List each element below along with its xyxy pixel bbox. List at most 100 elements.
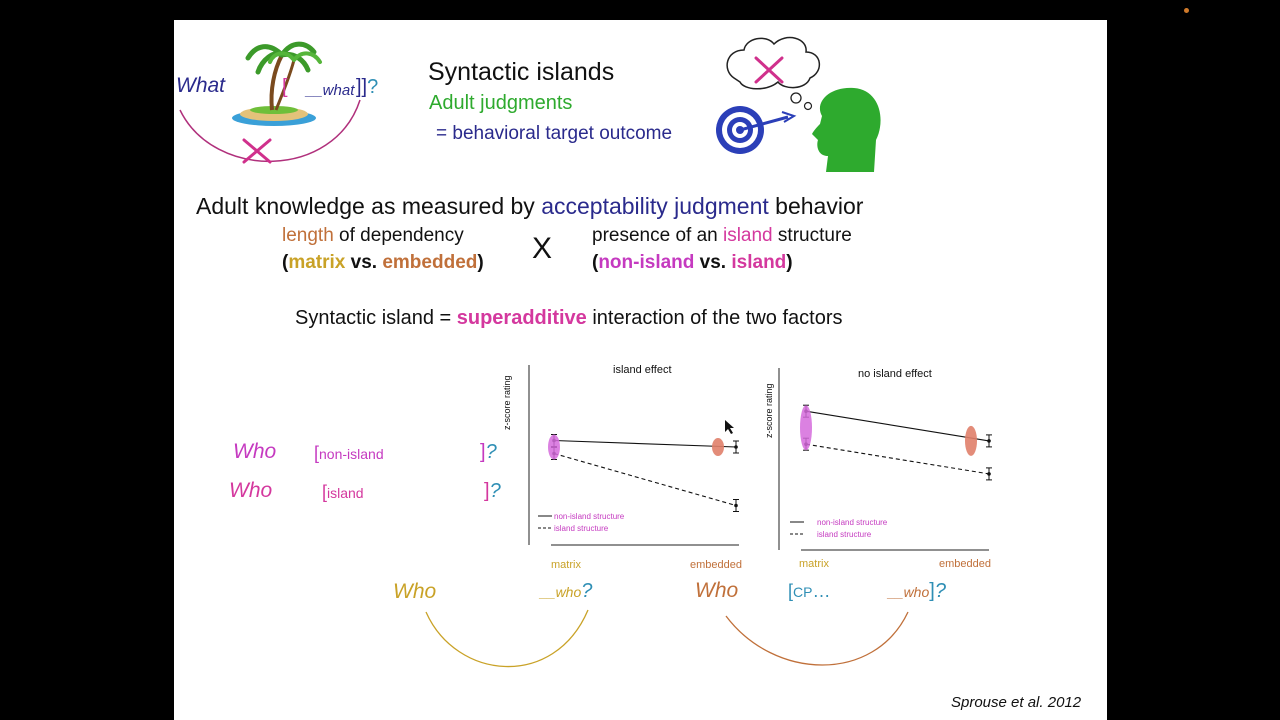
definition-end: interaction of the two factors	[586, 307, 843, 329]
knowledge-line: Adult knowledge as measured by acceptabi…	[196, 193, 863, 220]
qmark: ?	[581, 580, 593, 602]
chart1-point	[734, 503, 738, 508]
definition-line: Syntactic island = superadditive interac…	[295, 307, 842, 330]
matrix-gap: __who?	[540, 580, 592, 603]
island-dependency-arc	[179, 99, 361, 164]
bracket: [	[322, 482, 328, 502]
thought-cloud-icon	[726, 36, 820, 111]
qmark: ?	[367, 76, 379, 98]
embedded-cp: [CP…	[788, 581, 830, 602]
island-example: What	[176, 74, 225, 98]
paren-open: (	[282, 252, 289, 273]
factor-island: presence of an island structure	[592, 225, 852, 247]
bracket-close: ]	[480, 441, 486, 463]
qmark: ?	[934, 580, 946, 602]
chart1-legend-island: island structure	[554, 524, 609, 533]
acceptability-judgment-text: acceptability judgment	[541, 193, 769, 219]
island-bracket: [	[282, 76, 288, 98]
dependency-text: of dependency	[333, 225, 464, 246]
example-island-close: ]?	[484, 480, 501, 503]
chart2-series-island-line	[805, 443, 990, 475]
factor-island-levels: (non-island vs. island)	[592, 252, 793, 274]
non-island-label: non-island	[319, 446, 384, 462]
chart2-legend-nonisland: non-island structure	[817, 518, 888, 527]
knowledge-text-start: Adult knowledge as measured by	[196, 193, 542, 219]
island-label: island	[327, 485, 364, 501]
embedded-gap-text: __who	[888, 584, 930, 600]
subtitle: Adult judgments	[429, 92, 573, 114]
charts-svg	[528, 365, 992, 551]
chart2-xtick-matrix: matrix	[799, 558, 829, 570]
paren-close: )	[477, 252, 484, 273]
outcome-text: = behavioral target outcome	[436, 123, 673, 144]
definition-start: Syntactic island =	[295, 307, 457, 329]
target-icon	[716, 106, 797, 154]
factor-length-levels: (matrix vs. embedded)	[282, 252, 484, 274]
paren-close: )	[786, 252, 793, 273]
page-title: Syntactic islands	[428, 58, 615, 86]
citation: Sprouse et al. 2012	[951, 694, 1082, 711]
matrix-level: matrix	[288, 252, 346, 273]
qmark: ?	[485, 441, 497, 463]
what-word: What	[176, 74, 226, 97]
slide: What [ __what ]]? Syntactic islands Adul…	[174, 20, 1107, 720]
head-icon	[812, 87, 881, 172]
chart2-embedded-highlight	[965, 425, 977, 456]
chart1-series-island-line	[553, 452, 737, 507]
chart2-point	[987, 439, 991, 443]
chart1-title: island effect	[613, 364, 672, 376]
bracket-close: ]	[484, 480, 490, 502]
what-gap: __what	[306, 82, 355, 99]
bracket: [	[314, 443, 320, 463]
knowledge-text-end: behavior	[768, 193, 864, 219]
dependency-arcs	[425, 609, 909, 668]
chart2-title: no island effect	[858, 368, 932, 380]
cp-dots: …	[812, 581, 831, 601]
paren-open: (	[592, 252, 599, 273]
embedded-arc	[725, 611, 909, 666]
non-island-level: non-island	[598, 252, 695, 273]
matrix-who: Who	[393, 580, 437, 603]
cp-bracket: [	[788, 581, 794, 601]
vs-text: vs.	[694, 252, 732, 273]
qmark: ?	[489, 480, 501, 502]
cross-symbol: X	[532, 232, 553, 265]
presence-text: presence of an	[592, 225, 723, 246]
close-brackets: ]]	[356, 76, 368, 98]
embedded-level: embedded	[382, 252, 478, 273]
superadditive-text: superadditive	[456, 307, 587, 329]
island-illustration	[174, 20, 374, 180]
matrix-gap-text: __who	[540, 584, 582, 600]
chart1-xtick-embedded: embedded	[690, 559, 742, 571]
length-word: length	[282, 225, 334, 246]
x-mark-icon	[242, 138, 272, 164]
palm-island-icon	[232, 41, 322, 126]
example-island-bracket: [island	[322, 482, 364, 503]
example-who-nonisland: Who	[233, 440, 277, 463]
chart1-embedded-highlight	[712, 438, 724, 456]
vs-text: vs.	[345, 252, 383, 273]
chart1-legend-nonisland: non-island structure	[554, 512, 625, 521]
cursor-icon	[725, 420, 734, 434]
chart2-series-nonisland-line	[805, 410, 990, 442]
judgment-illustration	[716, 36, 881, 172]
embedded-gap: __who]?	[888, 580, 946, 603]
embedded-who: Who	[695, 579, 739, 602]
factor-length: length of dependency	[282, 225, 464, 247]
cp-label: CP	[793, 584, 813, 600]
recording-indicator	[1184, 8, 1189, 13]
matrix-arc	[425, 609, 589, 668]
chart2-legend-island: island structure	[817, 530, 872, 539]
structure-text: structure	[772, 225, 852, 246]
chart1-point	[734, 445, 738, 449]
chart1-xtick-matrix: matrix	[551, 559, 581, 571]
chart1-series-nonisland-line	[553, 439, 737, 448]
island-word: island	[722, 225, 773, 246]
cp-close: ]	[929, 580, 935, 602]
island-level: island	[731, 252, 787, 273]
chart2-matrix-highlight	[800, 405, 812, 451]
example-nonisland-close: ]?	[480, 441, 497, 464]
example-nonisland-bracket: [non-island	[314, 443, 384, 464]
island-close: ]]?	[356, 76, 378, 99]
chart2-point	[987, 472, 991, 476]
